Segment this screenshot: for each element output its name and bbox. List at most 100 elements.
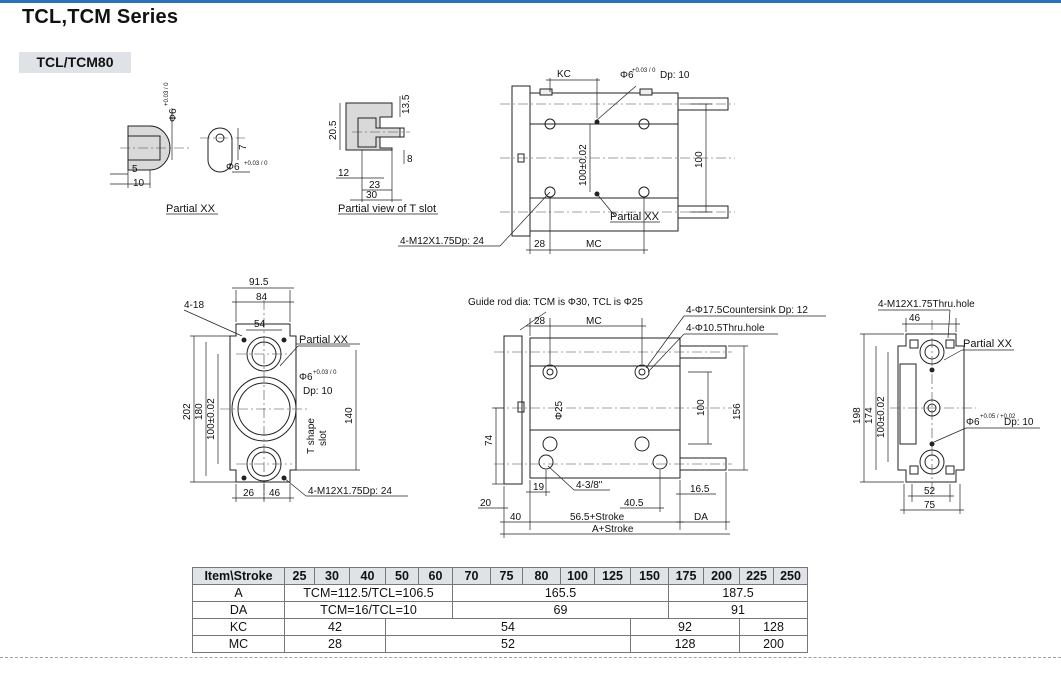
front-dim-202: 202 [182,403,193,420]
front-partial: Partial XX [299,334,349,346]
t-slot-dim-12: 12 [338,168,350,179]
partial-xx-dim-10: 10 [133,178,145,189]
t-slot-dim-23: 23 [369,180,381,191]
table-cell: 91 [668,601,808,619]
side-mc: MC [586,316,602,327]
side-dim-20: 20 [480,498,492,509]
front-tslot-1: T shape [306,418,317,454]
rear-partial: Partial XX [963,338,1013,350]
top-mc: MC [586,239,602,250]
front-dim-100tol: 100±0.02 [206,398,217,440]
front-dim-180: 180 [194,403,205,420]
rear-dim-198: 198 [852,407,863,424]
top-dim-100: 100 [694,151,705,168]
table-cell: 42 [284,618,386,636]
table-cell: TCM=112.5/TCL=106.5 [284,584,453,602]
front-tslot-2: slot [318,430,329,446]
side-thru: 4-Φ10.5Thru.hole [686,323,765,334]
partial-xx-tol-v: +0.03 / 0 [164,82,170,106]
side-countersink: 4-Φ17.5Countersink Dp: 12 [686,305,808,316]
side-dim-40: 40 [510,512,522,523]
front-holes: 4-18 [184,300,204,311]
t-slot-hatch [345,102,401,151]
front-dim-46: 46 [269,488,281,499]
view-rear: 4-M12X1.75Thru.hole 46 Partial XX 198 17… [852,299,1040,514]
table-cell: 92 [630,618,740,636]
table-header-stroke: 50 [385,567,419,585]
rear-dim-46: 46 [909,313,921,324]
view-top: KC Φ6 +0.03 / 0 Dp: 10 100 100±0.02 Part… [398,68,735,254]
front-dim-91-5: 91.5 [249,277,269,288]
top-partial: Partial XX [610,211,660,223]
front-pin-tol: +0.03 / 0 [313,370,337,376]
side-dim-74: 74 [484,434,495,446]
side-dim-40-5: 40.5 [624,498,644,509]
partial-xx-dim-5: 5 [132,164,138,175]
top-dim-100tol: 100±0.02 [578,144,589,186]
t-slot-dim-30: 30 [366,190,378,201]
table-cell: 69 [452,601,669,619]
view-t-slot: 13.5 20.5 8 12 23 30 Partial view of T s… [328,94,438,215]
table-cell: 54 [385,618,631,636]
table-row-item: MC [192,635,285,653]
front-dim-84: 84 [256,292,268,303]
table-header-item: Item\Stroke [192,567,285,585]
front-dim-26: 26 [243,488,255,499]
table-cell: 52 [385,635,631,653]
side-dim-16-5: 16.5 [690,484,710,495]
top-end-plate [511,85,531,237]
partial-xx-slot [207,127,233,173]
technical-drawing: 5 10 Φ6 +0.03 / 0 7 Φ6 +0.03 / 0 Partial… [110,68,1040,538]
table-header-stroke: 25 [284,567,315,585]
side-guide: Guide rod dia: TCM is Φ30, TCL is Φ25 [468,297,643,308]
table-cell: 28 [284,635,386,653]
partial-xx-phi-h: Φ6 [226,162,240,173]
rear-pin-dp: Dp: 10 [1004,417,1034,428]
top-dim-28: 28 [534,239,546,250]
table-row-item: KC [192,618,285,636]
side-end-plate [503,335,523,485]
front-dim-54: 54 [254,319,266,330]
table-row-item: DA [192,601,285,619]
front-pin-dp: Dp: 10 [303,386,333,397]
header-rule [0,0,1061,3]
front-dim-140: 140 [344,407,355,424]
side-da: DA [694,512,708,523]
rear-dim-100tol: 100±0.02 [876,396,887,438]
rear-pin: Φ6 [966,417,980,428]
side-port: 4-3/8" [576,480,603,491]
side-stroke-2: A+Stroke [592,524,634,535]
partial-xx-phi-v: Φ6 [168,108,179,122]
table-cell: 165.5 [452,584,669,602]
side-stroke-1: 56.5+Stroke [570,512,625,523]
rear-body [897,333,965,483]
t-slot-dim-8: 8 [407,154,413,165]
partial-xx-tol-h: +0.03 / 0 [244,161,268,167]
table-cell: 187.5 [668,584,808,602]
table-cell: 128 [630,635,740,653]
table-header-stroke: 30 [314,567,350,585]
table-header-stroke: 150 [630,567,669,585]
side-dim-100: 100 [696,399,707,416]
table-cell: TCM=16/TCL=10 [284,601,453,619]
side-dim-28: 28 [534,316,546,327]
rear-dim-75: 75 [924,500,936,511]
table-cell: 200 [739,635,808,653]
top-thread: 4-M12X1.75Dp: 24 [400,236,484,247]
model-badge: TCL/TCM80 [19,52,131,73]
table-header-stroke: 100 [560,567,595,585]
side-phi25: Φ25 [554,400,565,420]
front-pin: Φ6 [299,372,313,383]
front-thread: 4-M12X1.75Dp: 24 [308,486,392,497]
top-kc: KC [557,69,571,80]
footer-rule [0,657,1061,658]
table-header-stroke: 70 [452,567,491,585]
view-partial-xx: 5 10 Φ6 +0.03 / 0 7 Φ6 +0.03 / 0 Partial… [110,82,268,215]
table-header-stroke: 80 [522,567,561,585]
rear-dim-52: 52 [924,486,936,497]
